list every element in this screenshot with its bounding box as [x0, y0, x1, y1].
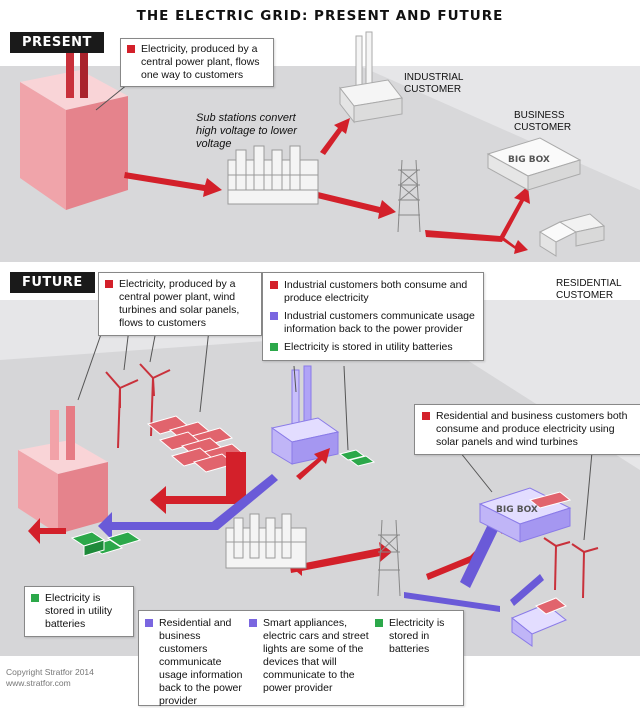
present-business-icon — [486, 137, 582, 191]
future-solar-panels-icon — [146, 415, 246, 473]
future-home-wind-turbines-icon — [543, 537, 599, 599]
future-business-icon — [478, 487, 572, 543]
present-power-plant-icon — [20, 46, 128, 210]
callout-text: Industrial customers both consume and pr… — [284, 279, 468, 304]
present-industrial-icon — [339, 31, 403, 124]
future-industrial-callout: Industrial customers both consume and pr… — [262, 272, 484, 361]
copyright-url: www.stratfor.com — [6, 678, 71, 688]
present-section-tag: PRESENT — [10, 32, 104, 53]
callout-text: Electricity is stored in utility batteri… — [45, 592, 113, 630]
future-res-business-callout: Residential and business customers both … — [414, 404, 640, 455]
future-purple-arrows — [98, 474, 544, 612]
present-business-sign: BIG BOX — [508, 155, 550, 165]
future-power-plant-icon — [18, 406, 108, 534]
present-ground-top — [0, 66, 640, 262]
industrial-customer-label: INDUSTRIAL CUSTOMER — [404, 72, 464, 95]
green-bullet-icon — [31, 594, 39, 602]
callout-text: Electricity, produced by a central power… — [141, 43, 260, 81]
present-flow-arrows — [124, 118, 530, 254]
future-transmission-tower-icon — [377, 519, 401, 597]
future-substation-icon — [225, 513, 307, 569]
red-bullet-icon — [270, 281, 278, 289]
residential-customer-label: RESIDENTIAL CUSTOMER — [556, 278, 622, 301]
future-power-plant-callout: Electricity, produced by a central power… — [98, 272, 262, 336]
callout-text: Electricity is stored in utility batteri… — [284, 341, 453, 353]
present-residential-icon — [538, 213, 606, 257]
future-residential-icon — [511, 597, 567, 647]
green-bullet-icon — [270, 343, 278, 351]
future-industrial-icon — [270, 365, 340, 465]
present-power-plant-callout: Electricity, produced by a central power… — [120, 38, 274, 87]
callout-text: Residential and business customers commu… — [159, 617, 243, 707]
substation-label: Sub stations convert high voltage to low… — [196, 112, 297, 150]
future-utility-battery-icon — [70, 531, 142, 557]
business-customer-label: BUSINESS CUSTOMER — [514, 110, 572, 133]
future-utility-battery-callout: Electricity is stored in utility batteri… — [24, 586, 134, 637]
future-section-tag: FUTURE — [10, 272, 95, 293]
callout-text: Electricity is stored in batteries — [389, 617, 445, 655]
green-bullet-icon — [375, 619, 383, 627]
copyright: Copyright Stratfor 2014 www.stratfor.com — [6, 667, 94, 689]
red-bullet-icon — [105, 280, 113, 288]
callout-text: Residential and business customers both … — [436, 410, 628, 448]
future-industrial-battery-icon — [338, 449, 376, 467]
copyright-line: Copyright Stratfor 2014 — [6, 667, 94, 677]
purple-bullet-icon — [145, 619, 153, 627]
callout-text: Electricity, produced by a central power… — [119, 278, 240, 329]
future-wind-turbines-icon — [105, 363, 171, 449]
present-substation-icon — [227, 145, 319, 205]
purple-bullet-icon — [249, 619, 257, 627]
red-bullet-icon — [422, 412, 430, 420]
present-transmission-tower-icon — [397, 159, 421, 233]
future-bottom-callout: Residential and business customers commu… — [138, 610, 464, 707]
future-business-sign: BIG BOX — [496, 505, 538, 515]
callout-text: Smart appliances, electric cars and stre… — [263, 617, 369, 694]
purple-bullet-icon — [270, 312, 278, 320]
page-title: THE ELECTRIC GRID: PRESENT AND FUTURE — [136, 8, 504, 24]
red-bullet-icon — [127, 45, 135, 53]
callout-text: Industrial customers communicate usage i… — [284, 310, 475, 335]
